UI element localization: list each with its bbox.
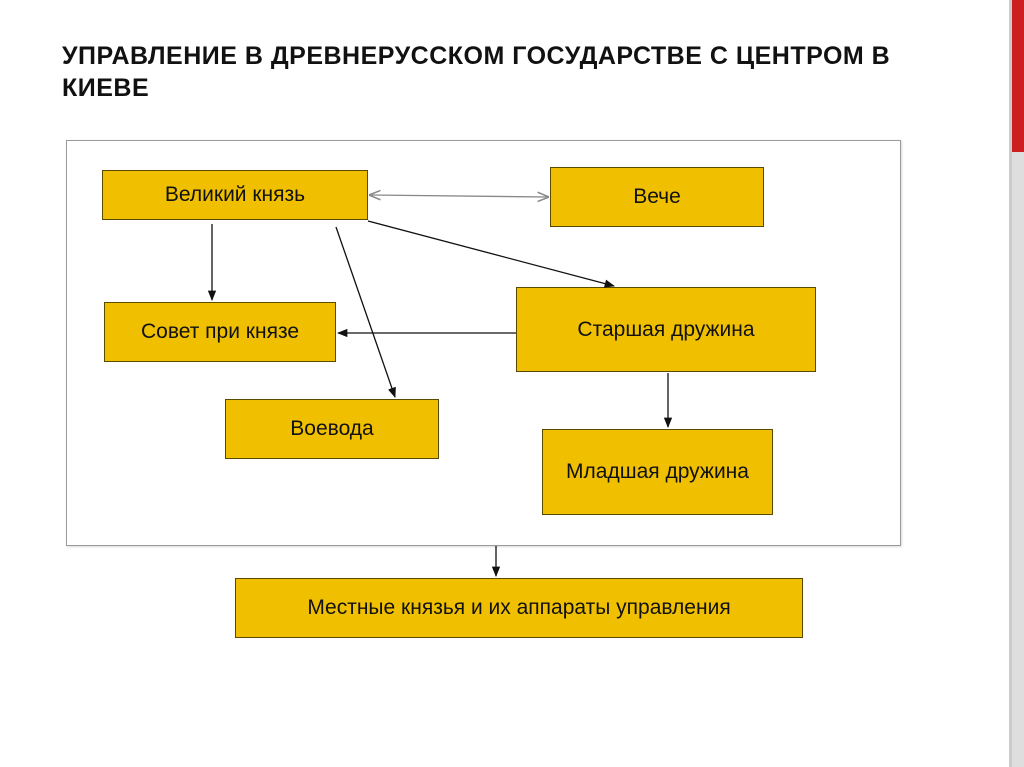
node-council: Совет при князе — [104, 302, 336, 362]
node-senior-druzhina: Старшая дружина — [516, 287, 816, 372]
edge-grand-prince-voevoda — [335, 226, 396, 398]
edge-accent-gray — [1012, 152, 1024, 767]
node-junior-druzhina: Младшая дружина — [542, 429, 773, 515]
node-grand-prince: Великий князь — [102, 170, 368, 220]
node-veche: Вече — [550, 167, 764, 227]
edge-accent-red — [1012, 0, 1024, 152]
edge-grand-prince-senior-druzhina — [367, 220, 616, 288]
node-voevoda: Воевода — [225, 399, 439, 459]
edge-grand-prince-veche — [370, 195, 548, 197]
node-local-princes: Местные князья и их аппараты управления — [235, 578, 803, 638]
slide-title: УПРАВЛЕНИЕ В ДРЕВНЕРУССКОМ ГОСУДАРСТВЕ С… — [62, 42, 891, 102]
